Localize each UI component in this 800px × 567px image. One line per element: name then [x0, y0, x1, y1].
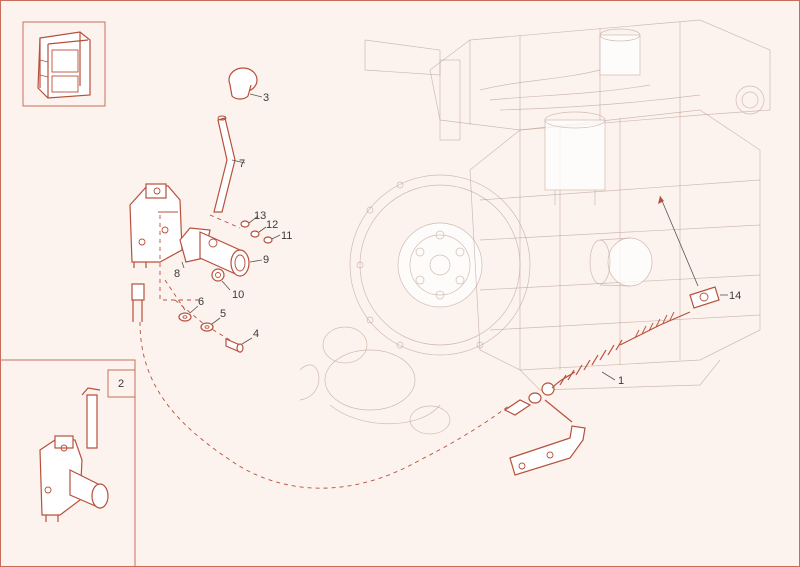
callout-labels: 1 2 3 4 5 6 7 8 9 10 11 12 13 14: [118, 92, 741, 390]
callout-14: 14: [729, 290, 741, 302]
callout-4: 4: [253, 328, 259, 340]
callout-3: 3: [263, 92, 269, 104]
callout-11: 11: [281, 230, 292, 242]
part-nut: [211, 268, 231, 291]
part-housing: [129, 183, 183, 268]
assembly-guides: [159, 214, 241, 341]
part-washer: [178, 305, 199, 322]
callout-9: 9: [263, 254, 269, 266]
part-cable: [503, 311, 691, 423]
callout-8: 8: [174, 268, 180, 280]
part-lever: [213, 115, 246, 213]
callout-2: 2: [118, 378, 124, 390]
inset-assembly: [39, 387, 109, 522]
callout-1: 1: [618, 375, 624, 387]
part-washer-2: [200, 317, 221, 332]
callout-7: 7: [239, 158, 245, 170]
part-bolt: [225, 337, 253, 353]
part-shaft: [199, 231, 263, 277]
callout-12: 12: [266, 219, 278, 231]
inset-frame: [0, 359, 136, 567]
part-cable-end: [131, 283, 145, 322]
callout-5: 5: [220, 308, 226, 320]
callout-13: 13: [254, 210, 266, 222]
cab-icon: [22, 21, 106, 107]
part-knob: [228, 67, 263, 100]
engine-illustration: [299, 19, 771, 435]
callout-10: 10: [232, 289, 244, 301]
part-bracket-plate: [509, 425, 586, 476]
cable-route: [139, 321, 511, 489]
part-small-hardware: [240, 215, 281, 244]
callout-6: 6: [198, 296, 204, 308]
part-clamp: [658, 195, 728, 309]
